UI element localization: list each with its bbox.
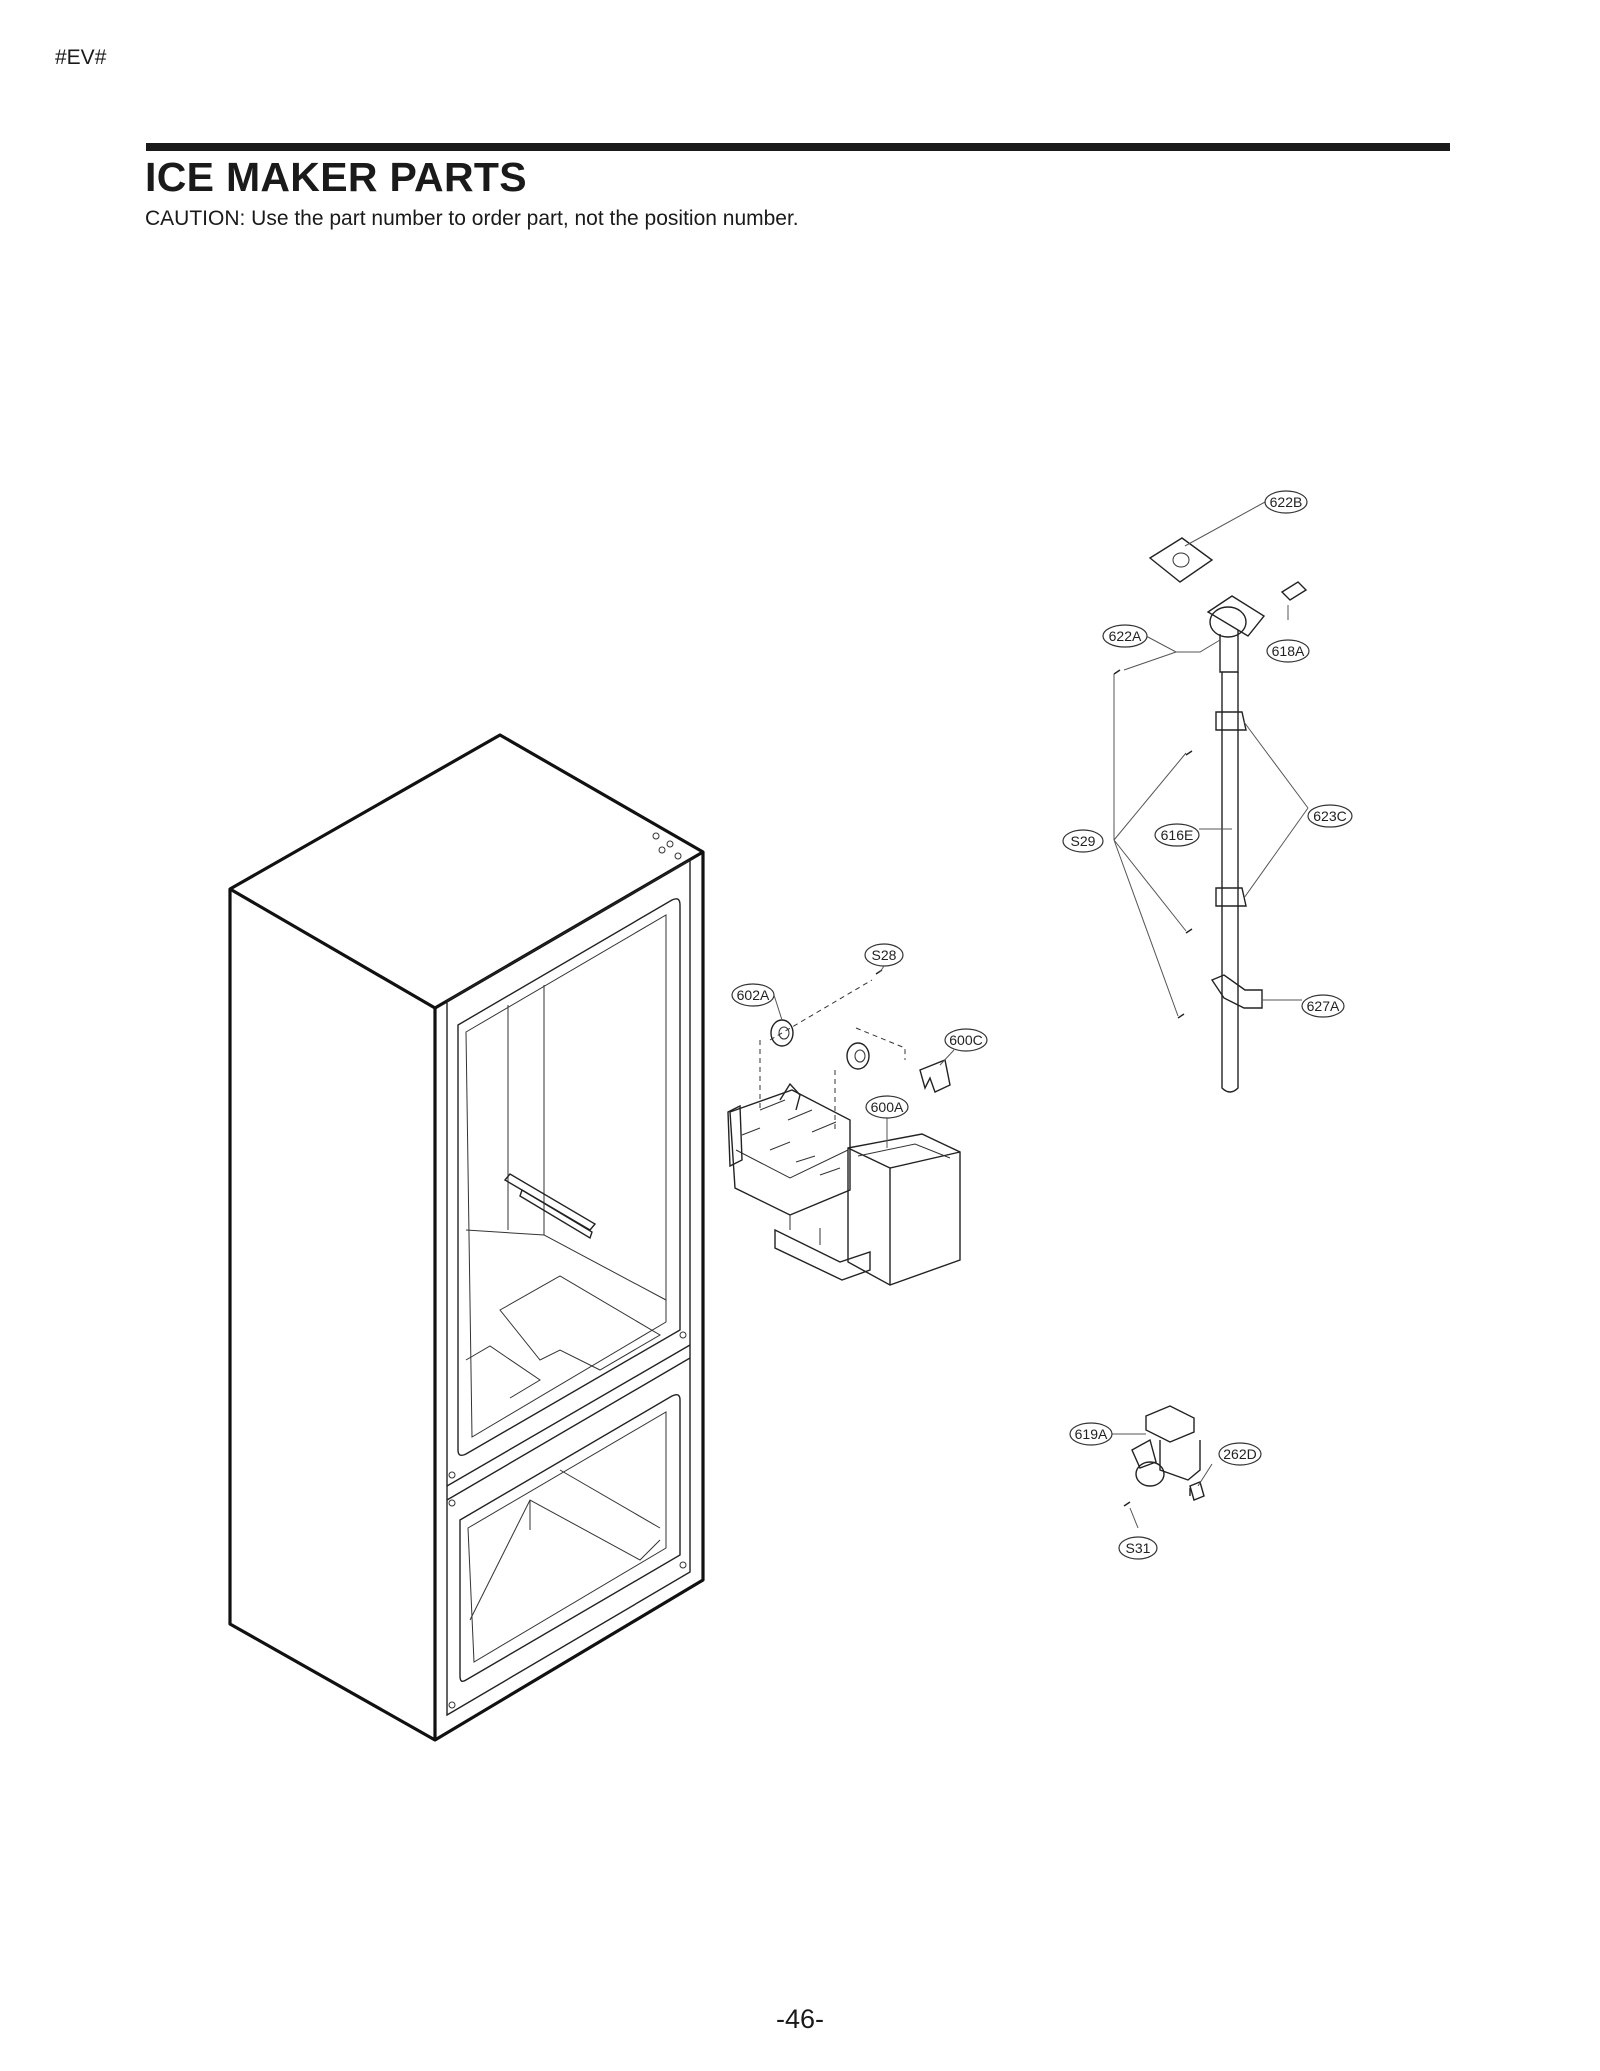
callout-622a: 622A [1102, 624, 1148, 648]
title-rule [146, 143, 1450, 151]
svg-text:622B: 622B [1270, 494, 1303, 510]
document-code: #EV# [55, 46, 107, 69]
callout-262d: 262D [1218, 1442, 1262, 1466]
fill-tube-assembly [1113, 501, 1309, 1093]
svg-text:S31: S31 [1126, 1540, 1151, 1556]
page-number: -46- [775, 2004, 824, 2034]
svg-text:600A: 600A [871, 1099, 904, 1115]
water-valve-assembly [1110, 1405, 1213, 1529]
callout-s31: S31 [1118, 1536, 1158, 1560]
callout-600c: 600C [944, 1028, 988, 1052]
ice-maker-assembly [727, 1082, 961, 1286]
svg-text:618A: 618A [1272, 643, 1305, 659]
callout-618a: 618A [1266, 639, 1310, 663]
callout-623c: 623C [1307, 804, 1353, 828]
svg-text:602A: 602A [737, 987, 770, 1003]
svg-text:262D: 262D [1223, 1446, 1256, 1462]
callout-600a: 600A [865, 1095, 909, 1119]
callout-s29: S29 [1062, 829, 1104, 853]
svg-text:622A: 622A [1109, 628, 1142, 644]
svg-text:619A: 619A [1075, 1426, 1108, 1442]
refrigerator-cabinet [228, 733, 705, 1742]
page-title: ICE MAKER PARTS [145, 154, 527, 200]
callout-627a: 627A [1301, 994, 1345, 1018]
grommet-602a [770, 1019, 870, 1070]
bracket-600c [919, 1059, 951, 1093]
callout-622b: 622B [1264, 490, 1308, 514]
caution-note: CAUTION: Use the part number to order pa… [145, 207, 799, 230]
svg-text:616E: 616E [1161, 827, 1194, 843]
svg-text:S29: S29 [1071, 833, 1096, 849]
callout-616e: 616E [1154, 823, 1200, 847]
callout-619a: 619A [1069, 1422, 1113, 1446]
callout-s28: S28 [864, 943, 904, 967]
svg-text:627A: 627A [1307, 998, 1340, 1014]
svg-text:623C: 623C [1313, 808, 1346, 824]
svg-text:S28: S28 [872, 947, 897, 963]
svg-text:600C: 600C [949, 1032, 982, 1048]
callout-602a: 602A [731, 983, 775, 1007]
